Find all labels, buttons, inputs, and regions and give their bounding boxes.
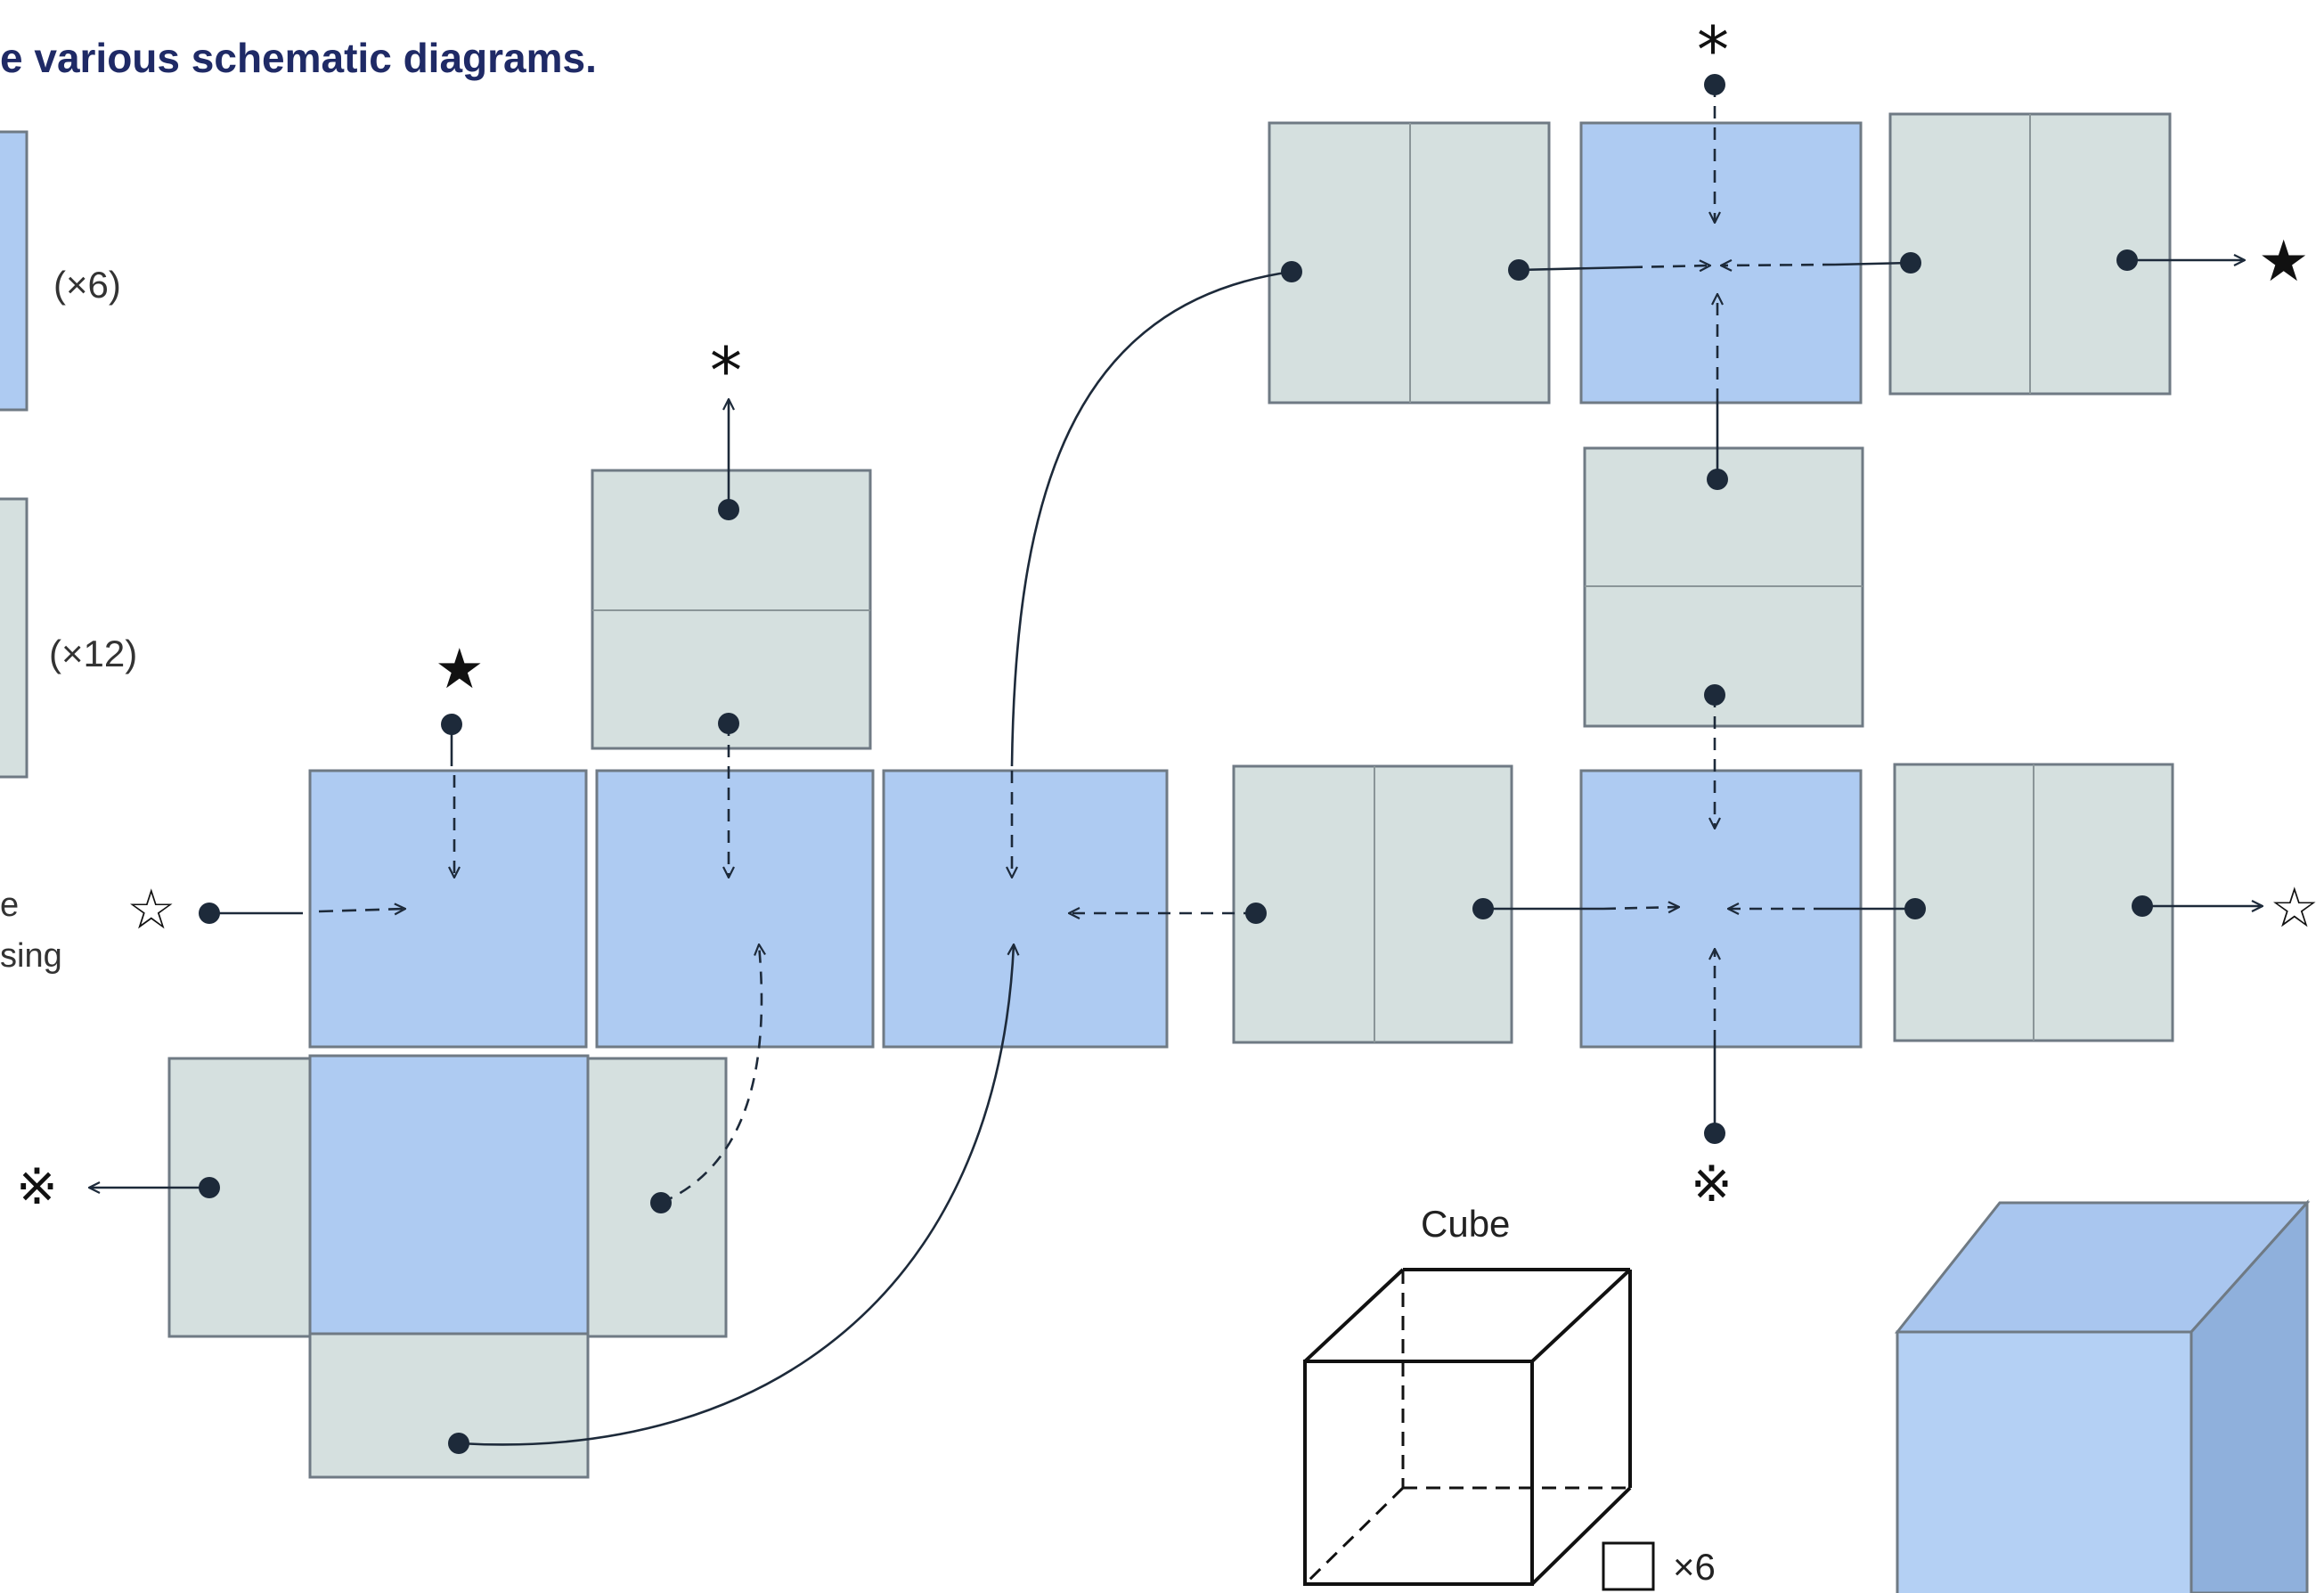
anchor-dot [1704,74,1725,95]
star-filled-icon: ★ [2258,229,2310,295]
anchor-dot [1707,469,1728,490]
blue-square [882,769,1169,1049]
anchor-dot [1508,259,1529,281]
blue-square [308,1054,590,1336]
anchor-dot [1281,261,1302,282]
connector [318,909,405,911]
curved-connector [1010,270,1292,767]
blue-square [595,769,875,1049]
curved-connector [458,944,1014,1446]
anchor-dot [650,1192,672,1213]
star-outline-icon: ☆ [2270,875,2320,940]
blue-square-count: (×6) [53,264,121,306]
anchor-dot [718,499,739,520]
connector [1629,266,1710,267]
reference-mark-icon: ※ [16,1158,58,1216]
anchor-dot [448,1433,469,1454]
unit-square-icon [1602,1541,1655,1591]
reference-mark-icon: ※ [1691,1156,1733,1213]
anchor-dot [199,903,220,924]
page-heading: e various schematic diagrams. [0,35,597,81]
solid-cube [1894,1199,2311,1593]
gray-square [1232,764,1513,1044]
connector [1834,261,1912,266]
legend-note-line2: sing [0,937,62,975]
anchor-dot [1245,903,1267,924]
anchor-dot [1472,898,1494,919]
anchor-dot [1904,898,1926,919]
wireframe-cube [1303,1268,1632,1586]
legend-blue-square [0,130,29,412]
anchor-dot [199,1177,220,1198]
legend-gray-square [0,497,29,779]
anchor-dot [718,713,739,734]
anchor-dot [1704,684,1725,706]
curved-connector [660,944,762,1205]
unit-count: ×6 [1673,1546,1716,1588]
star-outline-icon: ☆ [126,877,176,942]
anchor-dot [441,714,462,735]
anchor-dot [2116,249,2138,271]
connector [1518,266,1631,272]
legend-note-line1: e [0,886,20,924]
blue-square [308,769,588,1049]
anchor-dot [2132,895,2153,917]
connector [1721,265,1836,266]
blue-square [1579,121,1863,404]
gray-square-count: (×12) [49,633,138,674]
asterisk-icon: * [710,333,742,408]
asterisk-icon: * [1697,12,1729,87]
anchor-dot [1704,1123,1725,1144]
anchor-dot [1900,252,1921,274]
star-filled-icon: ★ [435,636,485,701]
cube-label: Cube [1421,1203,1511,1245]
